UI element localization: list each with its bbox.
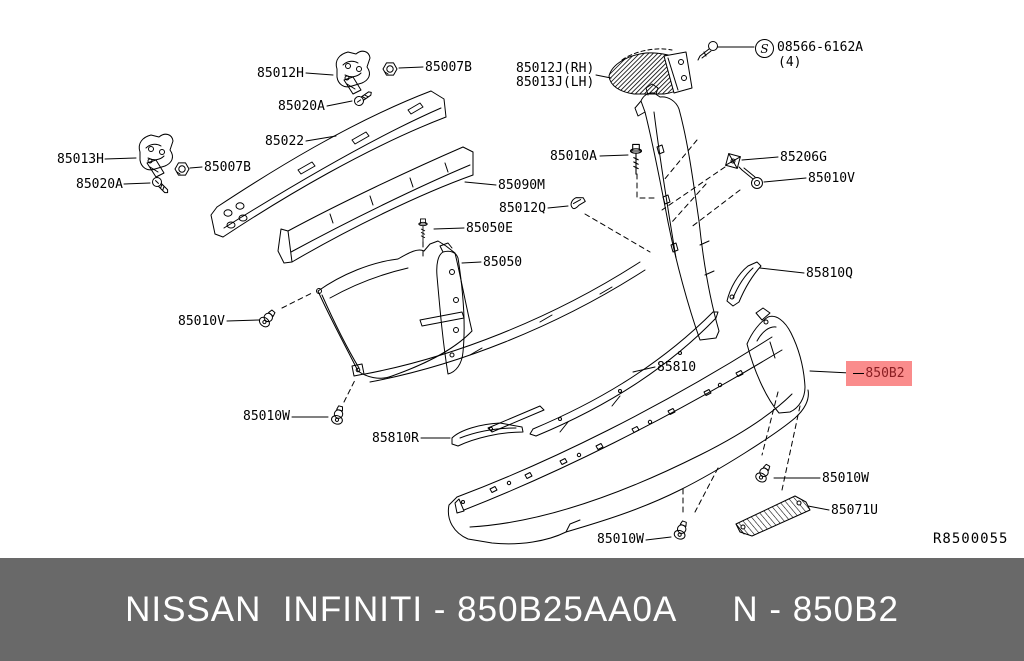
nut-85007b-top-art	[382, 62, 398, 76]
part-callout-85013j-lh[interactable]: 85013J(LH)	[516, 75, 595, 90]
bolt-85020a-top-art	[352, 88, 375, 108]
pad-85071u-art	[735, 495, 811, 537]
part-callout-85012j-rh[interactable]: 85012J(RH)	[516, 61, 595, 76]
nut-85206g-art	[725, 153, 741, 169]
banner-brand-part-text: NISSAN INFINITI - 850B25AA0A	[125, 590, 678, 629]
part-qty: (4)	[778, 55, 802, 70]
part-callout-85071u[interactable]: 85071U	[831, 503, 878, 518]
clip-85010w-left-art	[330, 404, 347, 426]
beam-85090m-art	[277, 146, 474, 264]
leader-lines	[104, 46, 851, 541]
part-callout-85012h[interactable]: 85012H	[257, 66, 304, 81]
part-callout-85012q[interactable]: 85012Q	[499, 201, 546, 216]
part-callout-85010v-left[interactable]: 85010V	[178, 314, 225, 329]
diagram-ref-code: R8500055	[933, 531, 1009, 547]
part-callout-85022[interactable]: 85022	[265, 134, 305, 149]
banner-ref-text: N - 850B2	[732, 590, 899, 629]
part-callout-850b2-highlighted[interactable]: 850B2	[846, 361, 912, 386]
screw-85010a-art	[629, 143, 643, 175]
diagram-line-art	[104, 41, 851, 545]
clip-85012q-art	[570, 197, 586, 210]
screw-85050e-art	[418, 218, 428, 243]
strip-85810r-art	[451, 422, 524, 447]
highlighted-part-number: 850B2	[865, 366, 905, 381]
clip-85010w-bottom-art	[672, 519, 691, 542]
part-callout-85010w-left[interactable]: 85010W	[243, 409, 290, 424]
part-callout-85013h[interactable]: 85013H	[57, 152, 104, 167]
bolt-85020a-left-art	[150, 175, 172, 197]
fascia-right-corner-art	[634, 83, 720, 341]
clip-85010w-right-art	[753, 462, 774, 485]
bracket-85012j-art	[608, 41, 718, 95]
part-callout-85810r[interactable]: 85810R	[372, 431, 419, 446]
part-callout-85007b-left[interactable]: 85007B	[204, 160, 251, 175]
banner: NISSAN INFINITI - 850B25AA0A N - 850B2	[0, 558, 1024, 661]
part-callout-85010a[interactable]: 85010A	[550, 149, 597, 164]
bracket-85012h-art	[335, 50, 398, 108]
nut-85007b-left-art	[174, 162, 190, 176]
clip-85010v-left-art	[257, 307, 279, 330]
part-callout-85810q[interactable]: 85810Q	[806, 266, 853, 281]
strip-85810q-art	[726, 261, 762, 307]
part-callout-85010w-right[interactable]: 85010W	[822, 471, 869, 486]
part-callout-85206g[interactable]: 85206G	[780, 150, 827, 165]
fascia-main-art	[316, 240, 646, 383]
beam-85022-art	[210, 90, 447, 238]
lower-bumper-850b2-art	[447, 307, 809, 545]
part-callout-85007b-top[interactable]: 85007B	[425, 60, 472, 75]
bumper-corner-flap-art	[746, 307, 806, 414]
part-callout-85090m[interactable]: 85090M	[498, 178, 545, 193]
part-callout-85050[interactable]: 85050	[483, 255, 523, 270]
bracket-85013h-art	[138, 133, 190, 197]
part-callout-08566-6162a[interactable]: 08566-6162A	[777, 40, 864, 55]
part-callout-85010w-bottom[interactable]: 85010W	[597, 532, 644, 547]
install-lines	[281, 166, 801, 517]
strip-85810-art	[487, 311, 719, 437]
part-callout-85020a-left[interactable]: 85020A	[76, 177, 123, 192]
part-callout-85020a-top[interactable]: 85020A	[278, 99, 325, 114]
standard-part-symbol: S	[755, 39, 774, 58]
part-callout-85810[interactable]: 85810	[657, 360, 697, 375]
part-callout-85010v-right[interactable]: 85010V	[808, 171, 855, 186]
part-callout-85050e[interactable]: 85050E	[466, 221, 513, 236]
finisher-85050-art	[436, 242, 465, 375]
leader-dash	[853, 373, 865, 374]
screw-08566-art	[697, 41, 718, 61]
screw-85010v-right-art	[738, 166, 763, 189]
